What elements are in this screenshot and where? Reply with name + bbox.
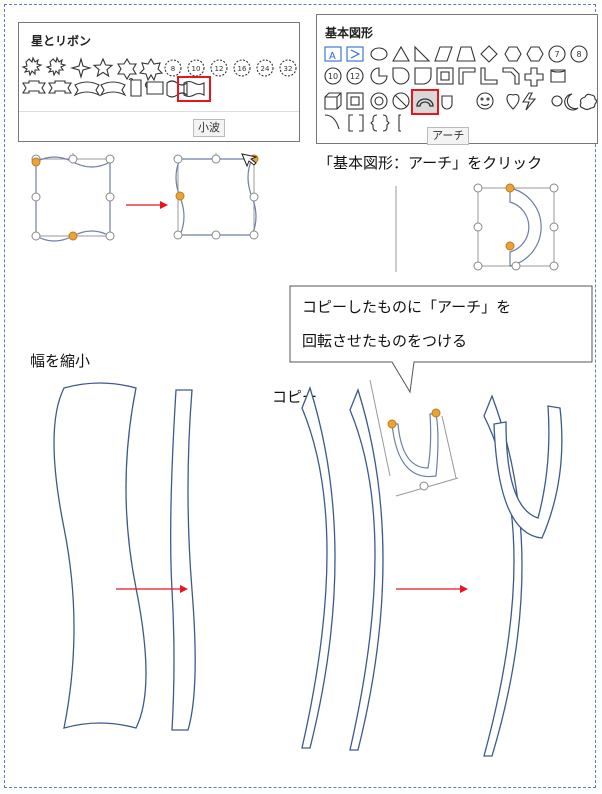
red-arrow-1 xyxy=(126,201,168,209)
svg-text:A: A xyxy=(329,51,336,62)
arch-icon xyxy=(416,98,434,107)
tear-icon[interactable] xyxy=(441,95,453,110)
panel-divider xyxy=(19,111,299,112)
red-arrow-2 xyxy=(116,585,188,593)
star-number-badge: 24 xyxy=(261,65,270,73)
number-stars xyxy=(164,59,297,77)
svg-text:10: 10 xyxy=(328,72,338,81)
basic-shapes-grid: A xyxy=(324,45,598,132)
curved-ribbon-up-icon xyxy=(99,81,127,97)
callout-line-1: コピーしたものに「アーチ」を xyxy=(302,298,512,316)
stars-ribbons-panel: 星とリボン 8 10 12 16 24 32 xyxy=(18,22,300,142)
star-number-badge: 16 xyxy=(238,65,247,73)
svg-text:12: 12 xyxy=(350,72,360,81)
explosion-2-icon xyxy=(45,56,67,77)
tooltip: 小波 xyxy=(193,119,225,137)
arch-strip-1 xyxy=(301,386,336,749)
explosion-1-icon xyxy=(21,56,43,77)
curved-ribbon-down-icon xyxy=(73,81,101,97)
wide-wave-shape xyxy=(53,382,147,729)
star-number-badge: 12 xyxy=(215,65,224,73)
ribbon-down-icon xyxy=(22,80,46,94)
combined-arch-shape xyxy=(493,405,563,539)
callout-line-2: 回転させたものをつける xyxy=(302,332,468,350)
star-6-icon xyxy=(117,57,137,81)
star-shapes-row: 8 10 12 16 24 32 xyxy=(21,56,297,98)
wave-shape-step1 xyxy=(31,153,397,272)
arch-strip-2 xyxy=(349,388,384,751)
star-4-icon xyxy=(69,56,93,80)
wave-icon xyxy=(166,80,188,98)
arch-shape-step1 xyxy=(473,183,559,271)
bottom-shapes xyxy=(53,379,563,757)
shrink-width-label: 幅を縮小 xyxy=(30,352,91,370)
svg-text:8: 8 xyxy=(576,50,581,59)
vertical-scroll-icon xyxy=(128,77,142,97)
ribbon-up-icon xyxy=(48,80,72,94)
svg-text:7: 7 xyxy=(554,50,559,59)
star-7-icon xyxy=(138,57,164,82)
narrow-wave-shape xyxy=(170,389,196,731)
tooltip: アーチ xyxy=(427,127,470,145)
arch-highlight-box[interactable] xyxy=(411,89,439,115)
double-wave-icon xyxy=(183,80,205,98)
panel-title: 星とリボン xyxy=(31,34,92,48)
horizontal-scroll-icon xyxy=(144,81,164,95)
panel-title: 基本図形 xyxy=(325,26,374,40)
basic-shapes-panel: 基本図形 A xyxy=(316,14,598,145)
wave-highlight-box[interactable] xyxy=(177,76,211,102)
page-frame xyxy=(4,4,596,788)
star-number-badge: 32 xyxy=(284,65,293,73)
star-number-badge: 8 xyxy=(171,65,175,73)
rotated-arch xyxy=(369,379,459,497)
star-number-badge: 10 xyxy=(192,65,201,73)
callout-box xyxy=(289,285,593,394)
red-arrow-3 xyxy=(396,585,468,593)
instruction-click-arch: 「基本図形：アーチ」をクリック xyxy=(318,154,543,172)
star-5-icon xyxy=(92,57,114,78)
